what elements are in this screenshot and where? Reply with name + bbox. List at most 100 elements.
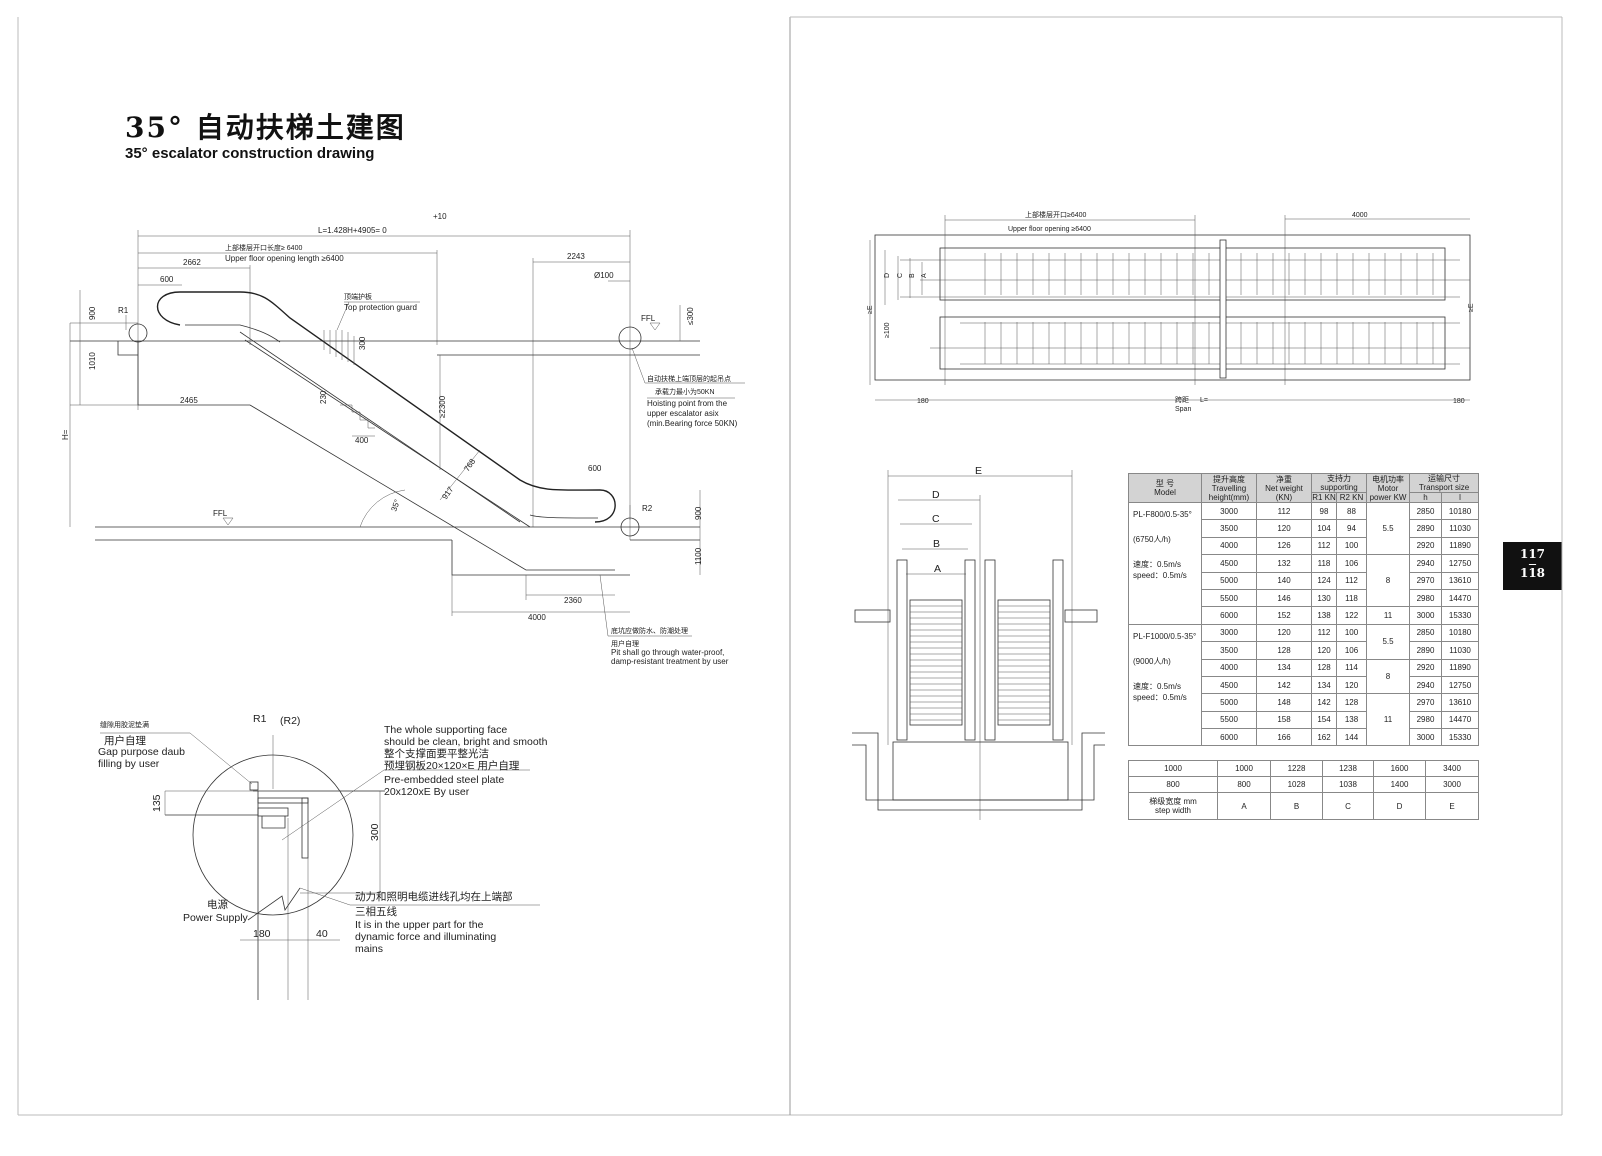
r1-cell: 98 (1311, 501, 1337, 521)
header-motor-cn: 电机功率 (1372, 474, 1405, 484)
page-title: 35° 自动扶梯土建图 (125, 111, 406, 144)
width-cell: 1038 (1322, 776, 1374, 793)
travelling-height-cell: 6000 (1201, 728, 1257, 747)
page-number-right: 118 (1519, 566, 1546, 580)
transport-h-cell: 2850 (1409, 501, 1443, 521)
dim-180: 180 (253, 928, 271, 940)
upper-opening-en: Upper floor opening length ≥6400 (225, 254, 344, 263)
dim-plus10: +10 (433, 212, 447, 221)
model-speed-en: speed：0.5m/s (1133, 571, 1187, 580)
header-support-cn: 支持力 (1327, 474, 1351, 483)
plate-note-en2: 20x120xE By user (384, 786, 470, 798)
cable-note-en3: mains (355, 943, 383, 955)
width-cell: 1238 (1322, 760, 1374, 777)
travelling-height-cell: 4000 (1201, 658, 1257, 677)
net-weight-cell: 126 (1256, 536, 1312, 556)
plan-dim-ge100: ≥100 (884, 322, 891, 338)
gap-note-en1: Gap purpose daub (98, 746, 185, 758)
width-letter-cell: B (1270, 792, 1323, 820)
header-support-en: supporting (1320, 483, 1358, 492)
header-h: h (1409, 492, 1443, 503)
dim-917: 917 (440, 485, 455, 502)
dim-2662: 2662 (183, 258, 201, 267)
r2-cell: 112 (1335, 571, 1368, 590)
travelling-height-cell: 4000 (1201, 536, 1257, 556)
plan-dim-180-left: 180 (917, 398, 929, 405)
transport-l-cell: 13610 (1441, 693, 1480, 712)
motor-power-cell: 11 (1366, 693, 1411, 747)
r1-label: R1 (118, 306, 129, 315)
r1-cell: 128 (1311, 658, 1337, 677)
r2-cell: 144 (1335, 728, 1368, 747)
width-cell: 1400 (1373, 776, 1426, 793)
r1-cell: 138 (1311, 606, 1337, 625)
model-name: PL-F1000/0.5-35° (1133, 631, 1197, 641)
width-letter-cell: A (1217, 792, 1271, 820)
cable-note-cn2: 三相五线 (355, 905, 397, 918)
face-note-en1: The whole supporting face (384, 724, 507, 736)
cable-note-en1: It is in the upper part for the (355, 919, 484, 931)
r1-cell: 154 (1311, 710, 1337, 730)
dim-600-bottom: 600 (588, 464, 602, 473)
gap-note-cn2: 用户自理 (104, 734, 146, 747)
r2-cell: 94 (1335, 519, 1368, 538)
transport-h-cell: 2920 (1409, 536, 1443, 556)
plan-opening-cn: 上部楼层开口≥6400 (1025, 210, 1087, 219)
r2-cell: 120 (1335, 675, 1368, 695)
cable-note-cn1: 动力和照明电缆进线孔均在上端部 (355, 890, 513, 903)
transport-l-cell: 11030 (1441, 519, 1480, 538)
support-detail-drawing: 缝隙用胶泥垫满 用户自理 Gap purpose daub filling by… (98, 713, 548, 1000)
plan-dim-geE-left: ≥E (867, 305, 874, 314)
header-height-en: Travelling height(mm) (1208, 483, 1250, 502)
transport-l-cell: 13610 (1441, 571, 1480, 590)
r2-cell: 100 (1335, 536, 1368, 556)
section-dim-A: A (934, 563, 941, 575)
plan-dim-180-right: 180 (1453, 398, 1465, 405)
top-guard-cn: 顶端护板 (344, 292, 372, 301)
transport-l-cell: 11030 (1441, 641, 1480, 660)
elevation-drawing: +10 L=1.428H+4905= 0 上部楼层开口长度≥ 6400 Uppe… (61, 212, 745, 666)
model-name: PL-F800/0.5-35° (1133, 510, 1192, 519)
header-transport-cn: 运输尺寸 (1428, 474, 1461, 483)
section-dim-B: B (933, 538, 940, 550)
r1-cell: 118 (1311, 554, 1337, 573)
section-view-drawing: E D C B A (852, 465, 1105, 820)
dim-135: 135 (151, 794, 163, 812)
header-model-cn: 型 号 (1155, 479, 1175, 488)
transport-l-cell: 12750 (1441, 554, 1480, 573)
plate-note-en1: Pre-embedded steel plate (384, 774, 504, 786)
pit-note-cn1: 底坑应做防水、防潮处理 (611, 626, 688, 635)
r1-cell: 142 (1311, 693, 1337, 712)
transport-h-cell: 2970 (1409, 571, 1443, 590)
section-dim-E: E (975, 465, 982, 477)
width-cell: 3000 (1425, 776, 1479, 793)
travelling-height-cell: 5500 (1201, 588, 1257, 608)
transport-h-cell: 2850 (1409, 623, 1443, 643)
plan-span-L: L= (1200, 397, 1208, 404)
transport-h-cell: 2920 (1409, 658, 1443, 677)
h-equals: H= (61, 429, 70, 440)
header-weight-cn: 净重 (1276, 474, 1292, 484)
dim-ge2300: ≥2300 (438, 395, 447, 418)
net-weight-cell: 146 (1256, 588, 1312, 608)
travelling-height-cell: 4500 (1201, 554, 1257, 573)
r1-cell: 120 (1311, 641, 1337, 660)
model-capacity: (6750人/h) (1133, 535, 1171, 544)
plate-note-cn: 预埋钢板20×120×E 用户自理 (384, 759, 520, 772)
motor-power-cell: 5.5 (1366, 501, 1411, 556)
hoist-en2: upper escalator asix (647, 409, 719, 418)
header-height-cn: 提升高度 (1213, 474, 1245, 484)
step-width-label-en: step width (1154, 806, 1192, 815)
r2-cell: 114 (1335, 658, 1368, 677)
model-capacity: (9000人/h) (1133, 656, 1171, 666)
